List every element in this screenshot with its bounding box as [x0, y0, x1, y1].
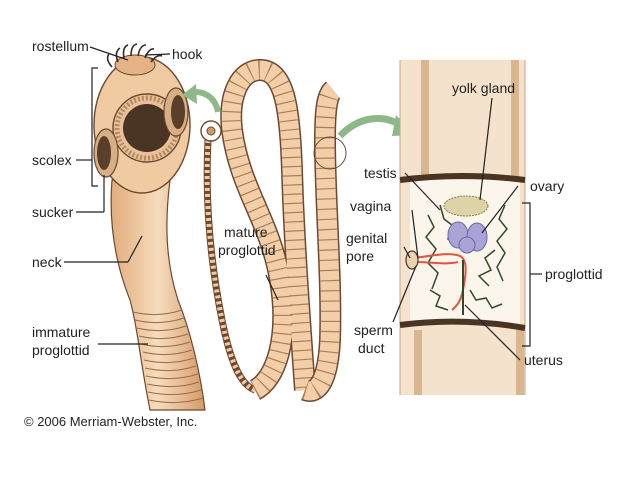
label-mature-proglottid-line2: proglottid: [218, 242, 276, 258]
label-proglottid: proglottid: [545, 266, 603, 282]
label-hook: hook: [172, 46, 203, 62]
suckers: [93, 87, 189, 178]
label-scolex: scolex: [32, 152, 72, 168]
label-mature-proglottid-line1: mature: [224, 224, 268, 240]
enlarged-proglottid: [399, 60, 526, 395]
copyright-credit: © 2006 Merriam-Webster, Inc.: [24, 414, 198, 429]
strobila: [200, 58, 347, 402]
label-sucker: sucker: [32, 204, 74, 220]
label-testis: testis: [364, 165, 397, 181]
label-ovary: ovary: [530, 178, 565, 194]
label-sperm-duct-line2: duct: [358, 340, 385, 356]
hooks: [106, 43, 163, 68]
label-immature-proglottid-line2: proglottid: [32, 342, 90, 358]
leader-lines: [64, 46, 542, 361]
ovary-shape: [447, 221, 488, 254]
label-yolk-gland: yolk gland: [452, 80, 516, 96]
label-vagina: vagina: [350, 198, 392, 214]
immature-rings: [132, 309, 204, 404]
label-uterus: uterus: [524, 352, 563, 368]
label-immature-proglottid-line1: immature: [32, 324, 91, 340]
label-neck: neck: [32, 254, 62, 270]
label-rostellum: rostellum: [32, 38, 89, 54]
label-genital-pore-line2: pore: [346, 248, 375, 264]
label-genital-pore-line1: genital: [346, 230, 388, 246]
scolex-head: [93, 43, 206, 411]
label-sperm-duct-line1: sperm: [354, 322, 393, 338]
